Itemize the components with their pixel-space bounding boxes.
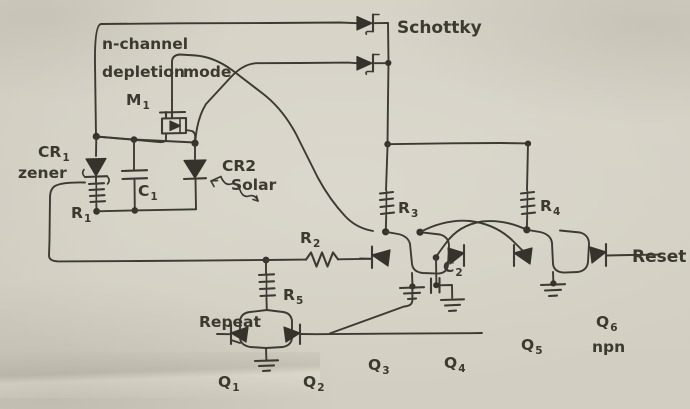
junction-dot	[433, 282, 440, 289]
label-q4: Q4	[444, 354, 466, 375]
label-q3: Q3	[368, 356, 390, 377]
resistor-r3	[378, 143, 396, 236]
label-r1: R1	[71, 204, 91, 225]
label-npn: npn	[592, 338, 625, 356]
transistor-pair-q5-q6	[512, 228, 631, 298]
wire-gate-cross-to-q3	[171, 53, 374, 232]
mosfet-m1	[95, 99, 197, 148]
label-schottky: Schottky	[397, 18, 482, 38]
resistor-r1	[87, 176, 107, 215]
label-n-channel: n-channel	[102, 35, 188, 53]
label-reset: Reset	[632, 247, 686, 267]
label-cr1: CR1	[38, 143, 70, 164]
wire-rail-to-schottky-2	[194, 61, 358, 148]
transistor-pair-q3-q4	[329, 228, 466, 335]
wire-cross-coupling	[419, 219, 528, 261]
photodiode-cr2	[182, 142, 259, 210]
label-c1: C1	[138, 182, 158, 203]
label-c2: C2	[443, 258, 463, 279]
label-m1: M1	[126, 91, 150, 112]
wire-c1-cr2-bottom-rail	[95, 208, 197, 213]
resistor-r4	[519, 142, 537, 234]
resistor-r5	[257, 259, 277, 311]
junction-dot	[550, 280, 557, 287]
wire-left-return-bus	[48, 181, 201, 263]
schottky-diode-2	[356, 53, 389, 75]
label-cr2: CR2	[222, 157, 256, 175]
transistor-pair-q1-q2	[216, 309, 483, 373]
capacitor-c2	[429, 256, 466, 313]
wire-top-rail-to-schottky-1	[94, 21, 358, 137]
label-mode: mode	[183, 63, 231, 81]
wire-schottky-output-bus	[384, 22, 392, 148]
wire-mid-horizontal-bus	[199, 251, 373, 268]
wire-mosfet-node-row	[92, 132, 199, 147]
label-zener: zener	[18, 164, 67, 182]
capacitor-c1	[120, 138, 149, 214]
schottky-diode-1	[356, 13, 389, 35]
label-q5: Q5	[521, 336, 543, 357]
label-depletion: depletion	[102, 63, 185, 81]
junction-dot	[385, 59, 392, 67]
label-q1: Q1	[218, 373, 240, 394]
label-r4: R4	[540, 197, 560, 218]
label-q2: Q2	[303, 373, 325, 394]
label-solar: Solar	[231, 176, 277, 194]
label-r2: R2	[300, 229, 320, 250]
label-q6: Q6	[596, 313, 618, 334]
label-r3: R3	[398, 199, 418, 220]
label-repeat: Repeat	[199, 313, 262, 331]
wire-supply-rail-r3-r4	[386, 140, 532, 147]
label-r5: R5	[283, 286, 303, 307]
